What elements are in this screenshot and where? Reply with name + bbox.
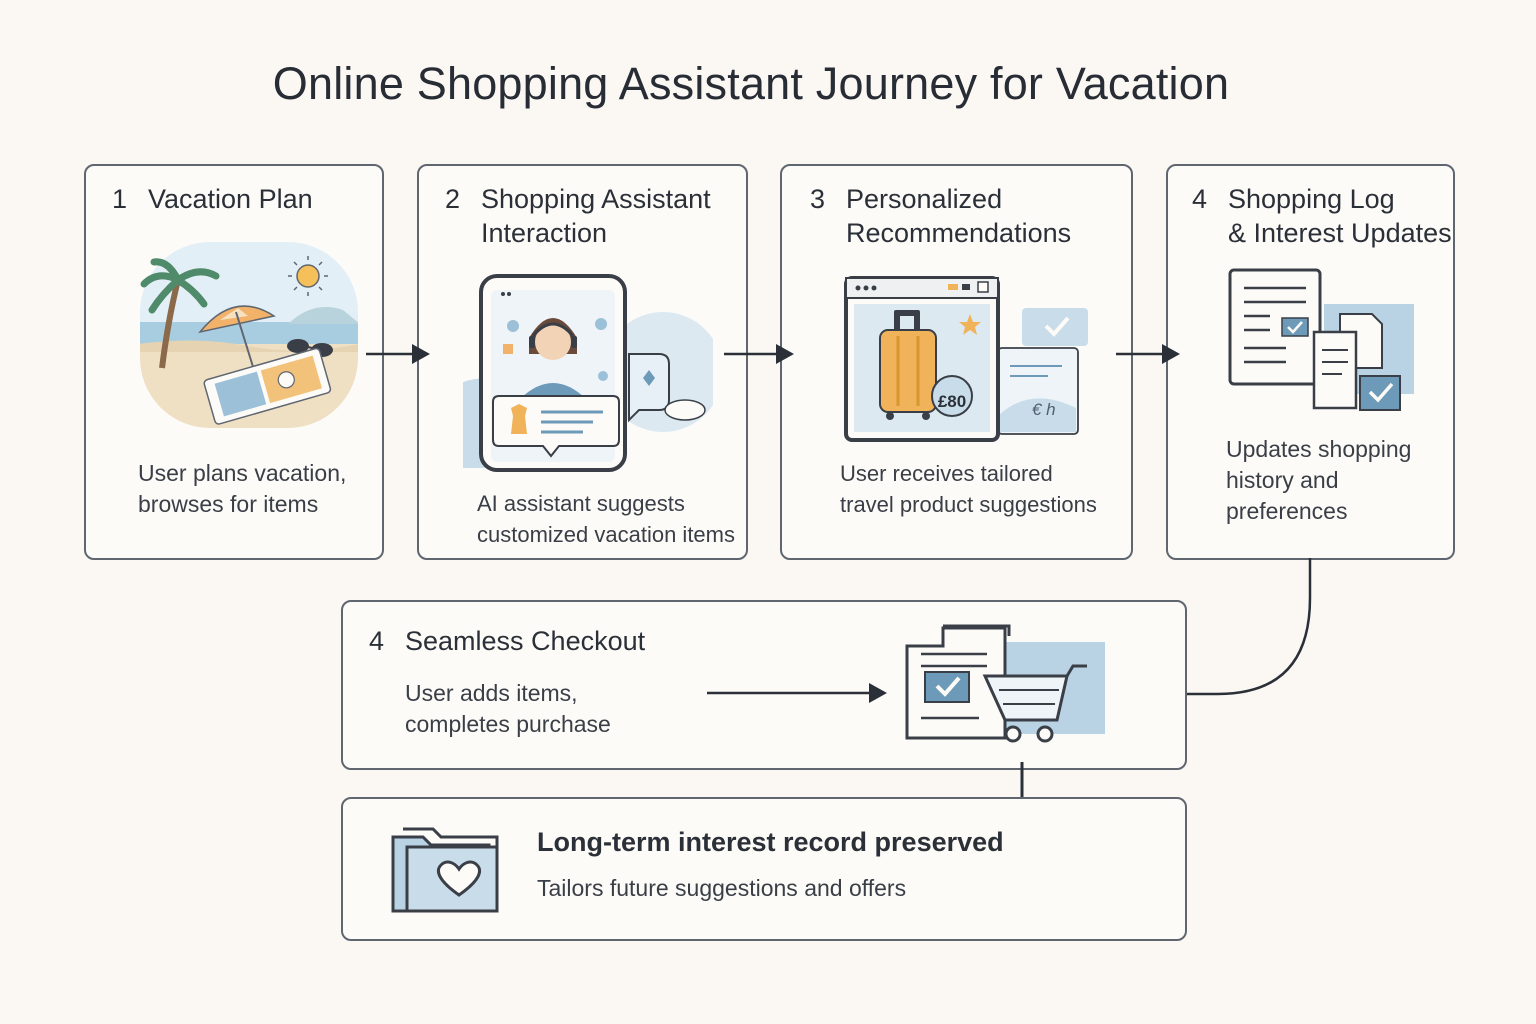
- record-title: Long-term interest record preserved: [537, 827, 1004, 857]
- folder-heart-icon: [389, 821, 501, 915]
- price-tag: £80: [937, 392, 967, 411]
- step-description: User receives tailored travel product su…: [840, 461, 1097, 517]
- step-description: User adds items, completes purchase: [405, 680, 611, 737]
- currency-label: € h: [1032, 400, 1056, 419]
- step-card-assistant-interaction: 2 Shopping Assistant Interaction: [417, 164, 748, 560]
- step-description: Updates shopping history and preferences: [1226, 436, 1412, 524]
- step-card-recommendations: 3 Personalized Recommendations: [780, 164, 1133, 560]
- flow-arrow: [707, 680, 889, 706]
- beach-illustration: [138, 240, 360, 432]
- step-number: 3: [810, 184, 826, 214]
- interest-record-card: Long-term interest record preserved Tail…: [341, 797, 1187, 941]
- step-number: 4: [1192, 184, 1208, 214]
- step-title: Vacation Plan: [148, 184, 313, 214]
- flow-arrow: [724, 342, 796, 366]
- step-title: Shopping Assistant Interaction: [481, 184, 711, 248]
- phone-assistant-illustration: [463, 272, 713, 472]
- step-number: 1: [112, 184, 128, 214]
- step-title: Personalized Recommendations: [846, 184, 1072, 248]
- flow-arrow: [1116, 342, 1182, 366]
- step-number: 4: [369, 626, 385, 656]
- record-description: Tailors future suggestions and offers: [537, 875, 907, 901]
- step-description: AI assistant suggests customized vacatio…: [477, 491, 735, 547]
- step-title: Seamless Checkout: [405, 626, 646, 656]
- flow-arrow: [366, 342, 432, 366]
- checkout-card: 4 Seamless Checkout User adds items, com…: [341, 600, 1187, 770]
- step-number: 2: [445, 184, 461, 214]
- documents-illustration: [1226, 268, 1418, 418]
- step-card-vacation-plan: 1 Vacation Plan: [84, 164, 384, 560]
- step-title: Shopping Log & Interest Updates: [1228, 184, 1452, 248]
- connector-line: [1118, 558, 1318, 700]
- browser-suitcase-illustration: £80 € h: [842, 274, 1092, 444]
- step-description: User plans vacation, browses for items: [138, 460, 347, 517]
- cart-checkout-icon: [903, 622, 1109, 752]
- step-card-shopping-log: 4 Shopping Log & Interest Updates Update…: [1166, 164, 1455, 560]
- page-title: Online Shopping Assistant Journey for Va…: [272, 58, 1230, 109]
